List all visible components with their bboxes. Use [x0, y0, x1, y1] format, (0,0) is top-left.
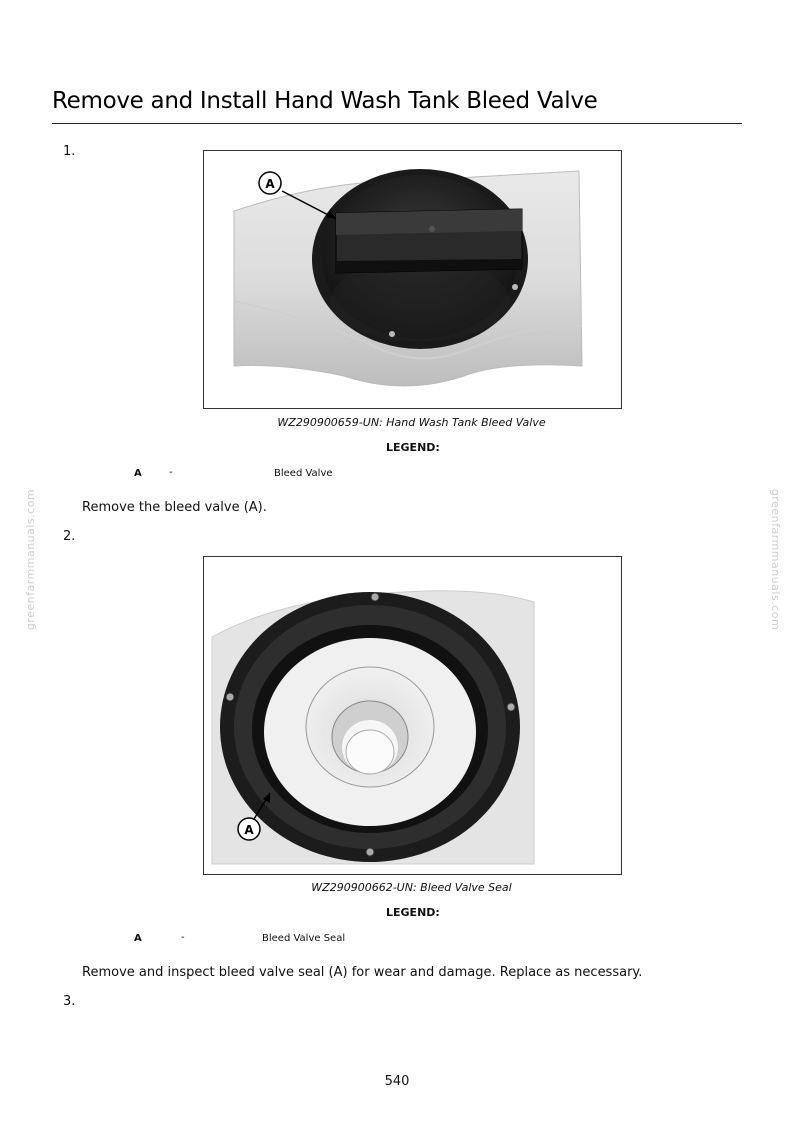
legend-1-dash: - [169, 467, 173, 478]
bleed-valve-seal-photo: A [204, 557, 621, 874]
step-1-number: 1. [63, 144, 76, 159]
callout-a-label-2: A [244, 823, 254, 837]
watermark-right: greenfarmmanuals.com [769, 488, 783, 631]
step-3-number: 3. [63, 994, 76, 1009]
page-title: Remove and Install Hand Wash Tank Bleed … [52, 88, 598, 114]
page-number: 540 [384, 1074, 410, 1089]
figure-bleed-valve: A [203, 150, 622, 409]
legend-1-key: A [134, 468, 142, 479]
figure-1-caption: WZ290900659-UN: Hand Wash Tank Bleed Val… [277, 416, 546, 429]
legend-2-desc: Bleed Valve Seal [262, 933, 346, 944]
title-divider [52, 123, 742, 124]
step-1-instruction: Remove the bleed valve (A). [82, 500, 267, 515]
callout-a-label: A [265, 177, 275, 191]
legend-2-dash: - [181, 932, 185, 943]
step-2-number: 2. [63, 529, 76, 544]
legend-1-heading: LEGEND: [386, 441, 440, 454]
legend-2-key: A [134, 933, 142, 944]
legend-1-desc: Bleed Valve [274, 468, 333, 479]
figure-2-caption: WZ290900662-UN: Bleed Valve Seal [311, 881, 512, 894]
step-2-instruction: Remove and inspect bleed valve seal (A) … [82, 965, 643, 980]
figure-bleed-valve-seal: A [203, 556, 622, 875]
watermark-left: greenfarmmanuals.com [24, 488, 38, 631]
bleed-valve-photo: A [204, 151, 621, 408]
legend-2-heading: LEGEND: [386, 906, 440, 919]
